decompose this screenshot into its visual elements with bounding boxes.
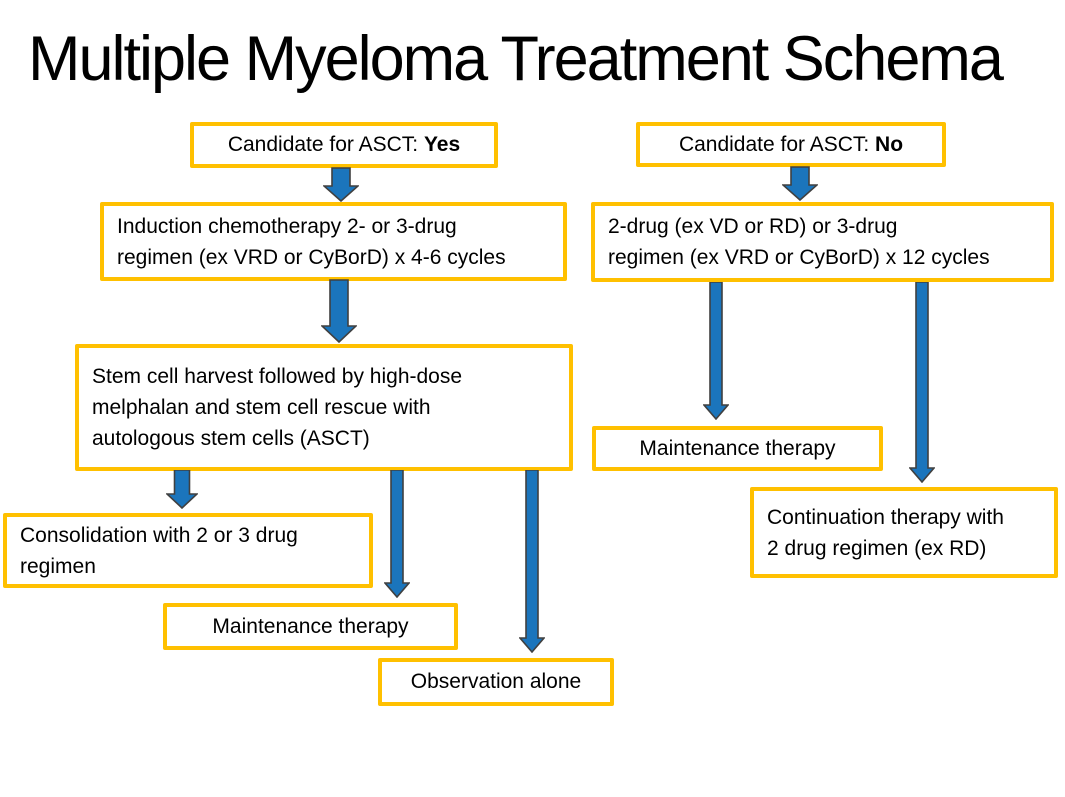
node-regimen-12-cycles: 2-drug (ex VD or RD) or 3-drug regimen (…	[591, 202, 1054, 282]
text-line: Consolidation with 2 or 3 drug	[20, 523, 298, 547]
node-induction-chemotherapy: Induction chemotherapy 2- or 3-drug regi…	[100, 202, 567, 281]
arrow-regimen-to-maintenance-icon	[703, 282, 729, 420]
candidate-answer-yes: Yes	[423, 133, 461, 156]
text-line: 2 drug regimen (ex RD)	[767, 536, 987, 560]
node-text: Stem cell harvest followed by high-dose …	[79, 348, 569, 467]
text-line: Stem cell harvest followed by high-dose	[92, 365, 463, 388]
candidate-answer-no: No	[875, 132, 904, 156]
node-text: Maintenance therapy	[212, 614, 409, 638]
arrow-stem-to-consolidation-icon	[166, 470, 198, 509]
candidate-prefix: Candidate for ASCT:	[678, 132, 876, 156]
node-candidate-yes: Candidate for ASCT: Yes	[190, 122, 498, 168]
arrow-regimen-to-continuation-icon	[909, 282, 935, 483]
node-observation-alone: Observation alone	[378, 658, 614, 706]
node-text: Candidate for ASCT: No	[679, 133, 903, 157]
text-line: Continuation therapy with	[767, 505, 1004, 529]
text-line: regimen	[20, 554, 96, 578]
arrow-no-to-regimen-icon	[782, 166, 818, 201]
node-text: Continuation therapy with 2 drug regimen…	[754, 491, 1054, 574]
node-maintenance-therapy-asct: Maintenance therapy	[163, 603, 458, 650]
node-maintenance-therapy-no-asct: Maintenance therapy	[592, 426, 883, 471]
node-text: Maintenance therapy	[639, 436, 836, 460]
page-title: Multiple Myeloma Treatment Schema	[28, 24, 1004, 94]
text-line: melphalan and stem cell rescue with	[92, 396, 431, 419]
node-candidate-no: Candidate for ASCT: No	[636, 122, 946, 167]
arrow-yes-to-induction-icon	[323, 167, 359, 202]
text-line: regimen (ex VRD or CyBorD) x 12 cycles	[608, 246, 990, 269]
text-line: 2-drug (ex VD or RD) or 3-drug	[608, 215, 898, 238]
node-text: 2-drug (ex VD or RD) or 3-drug regimen (…	[595, 206, 1050, 278]
node-text: Observation alone	[410, 670, 582, 693]
node-continuation-therapy: Continuation therapy with 2 drug regimen…	[750, 487, 1058, 578]
arrow-induction-to-stem-harvest-icon	[321, 279, 357, 343]
arrow-stem-to-maintenance-icon	[384, 470, 410, 598]
node-text: Candidate for ASCT: Yes	[228, 133, 460, 157]
candidate-prefix: Candidate for ASCT:	[227, 133, 424, 156]
node-text: Induction chemotherapy 2- or 3-drug regi…	[104, 206, 563, 277]
text-line: Induction chemotherapy 2- or 3-drug	[117, 214, 457, 238]
arrow-stem-to-observation-icon	[519, 470, 545, 653]
text-line: regimen (ex VRD or CyBorD) x 4-6 cycles	[117, 245, 506, 269]
node-stem-cell-harvest: Stem cell harvest followed by high-dose …	[75, 344, 573, 471]
node-consolidation: Consolidation with 2 or 3 drug regimen	[3, 513, 373, 588]
node-text: Consolidation with 2 or 3 drug regimen	[7, 517, 369, 584]
text-line: autologous stem cells (ASCT)	[92, 427, 370, 450]
